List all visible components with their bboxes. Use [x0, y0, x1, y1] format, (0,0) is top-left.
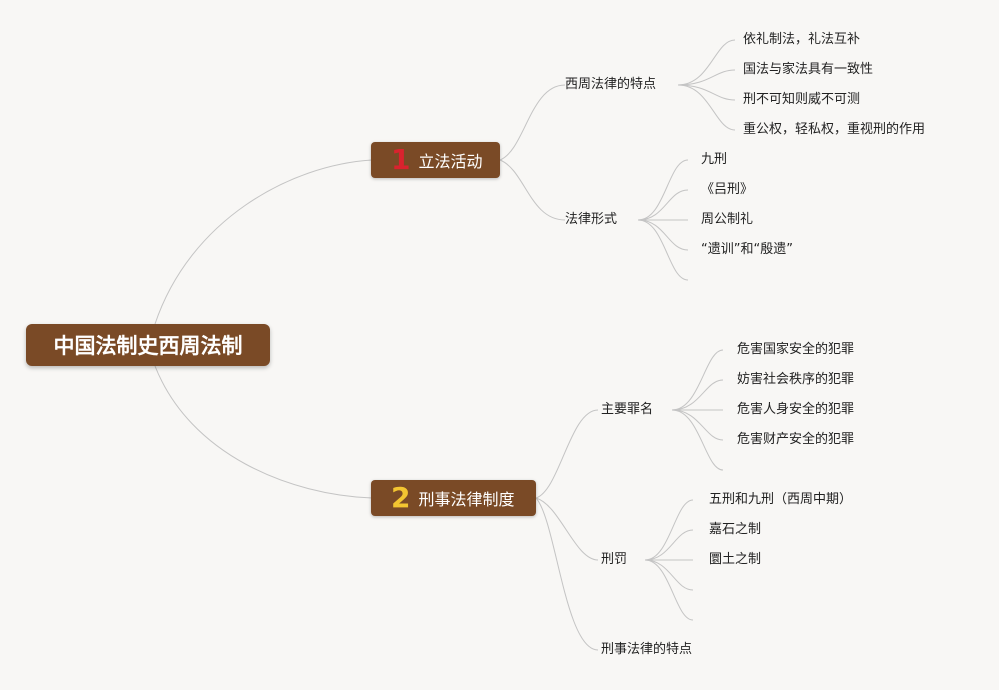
leaf-node[interactable]: 危害国家安全的犯罪 [737, 342, 855, 357]
subtopic-node[interactable]: 主要罪名 [601, 402, 654, 417]
leaf-node[interactable]: 妨害社会秩序的犯罪 [737, 372, 855, 387]
branch-label: 立法活动 [418, 152, 483, 171]
leaf-node[interactable]: 《吕刑》 [701, 182, 754, 197]
subtopic-node[interactable]: 刑罚 [601, 552, 628, 567]
leaf-node[interactable]: 五刑和九刑（西周中期） [709, 492, 853, 507]
leaf-node[interactable]: 九刑 [701, 152, 728, 167]
branch-node-criminal-law[interactable]: 2 刑事法律制度 [371, 480, 536, 516]
branch-label: 刑事法律制度 [418, 490, 515, 509]
leaf-node[interactable]: “遗训”和“殷遗” [701, 242, 793, 257]
root-label: 中国法制史西周法制 [53, 334, 243, 358]
leaf-node[interactable]: 嘉石之制 [709, 522, 762, 537]
subtopic-node[interactable]: 西周法律的特点 [565, 77, 657, 92]
leaf-node[interactable]: 周公制礼 [701, 212, 754, 227]
branch-number: 2 [391, 481, 411, 514]
leaf-node[interactable]: 危害人身安全的犯罪 [737, 402, 855, 417]
branch-number: 1 [391, 143, 411, 176]
leaf-node[interactable]: 依礼制法，礼法互补 [743, 32, 861, 47]
leaf-node[interactable]: 刑不可知则威不可测 [743, 92, 861, 107]
leaf-node[interactable]: 圜土之制 [709, 552, 762, 567]
leaf-node[interactable]: 重公权，轻私权，重视刑的作用 [743, 122, 926, 137]
root-node[interactable]: 中国法制史西周法制 [26, 324, 270, 366]
leaf-node[interactable]: 国法与家法具有一致性 [743, 62, 874, 77]
branch-node-legislation[interactable]: 1 立法活动 [371, 142, 500, 178]
leaf-node[interactable]: 危害财产安全的犯罪 [737, 432, 855, 447]
subtopic-node[interactable]: 刑事法律的特点 [601, 642, 693, 657]
subtopic-node[interactable]: 法律形式 [565, 212, 618, 227]
